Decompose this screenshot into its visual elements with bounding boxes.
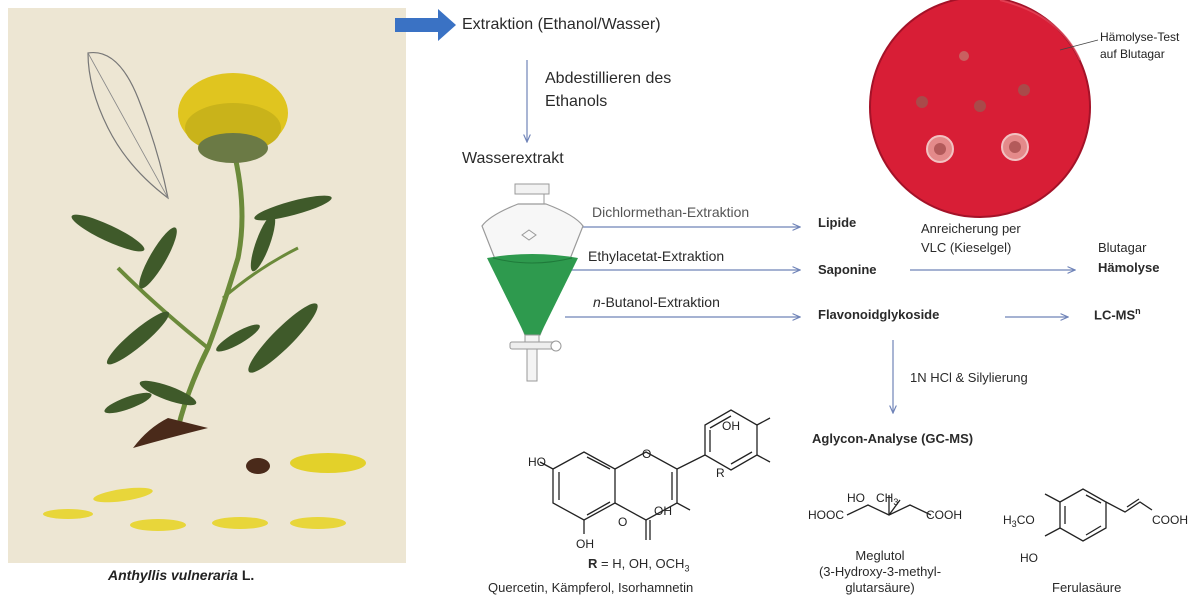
distill-label-line1: Abdestillieren des xyxy=(545,70,672,87)
blood-agar-plate xyxy=(869,0,1091,218)
meglutol-ho: HO xyxy=(847,491,865,505)
sample-spot xyxy=(959,51,969,61)
flavonoids-label: Flavonoidglykoside xyxy=(818,307,940,322)
water-extract-label: Wasserextrakt xyxy=(462,150,564,167)
leaf xyxy=(248,303,318,373)
enrichment-label-line2: VLC (Kieselgel) xyxy=(921,240,1012,255)
petal xyxy=(212,517,268,529)
big-arrow xyxy=(395,9,456,41)
leaf xyxy=(250,214,276,272)
leaf xyxy=(216,324,260,352)
separatory-funnel xyxy=(481,183,584,382)
flavonol-r-group: R xyxy=(716,466,725,480)
seed xyxy=(246,458,270,474)
leaf xyxy=(254,195,332,221)
plant-illustration xyxy=(8,8,406,563)
lcms-label: LC-MSn xyxy=(1094,306,1141,323)
lipids-label: Lipide xyxy=(818,215,857,230)
pod xyxy=(290,453,366,473)
species-name: Anthyllis vulneraria xyxy=(108,567,238,583)
dcm-extraction-label: Dichlormethan-Extraktion xyxy=(592,204,750,220)
enrichment-label-line1: Anreicherung per xyxy=(921,221,1021,236)
flavonol-structure xyxy=(539,409,771,540)
distill-label-line2: Ethanols xyxy=(545,93,608,110)
r-group-definition: R = H, OH, OCH3 xyxy=(588,556,690,574)
blood-agar-label: Blutagar xyxy=(1098,240,1147,255)
extraction-label: Extraktion (Ethanol/Wasser) xyxy=(462,16,661,33)
leaf xyxy=(106,311,170,365)
flavonol-ho-7: HO xyxy=(528,455,546,469)
hemolysis-label: Hämolyse xyxy=(1098,260,1160,275)
ea-extraction-label: Ethylacetat-Extraktion xyxy=(588,248,725,264)
saponins-label: Saponine xyxy=(818,262,877,277)
flavonol-oh-3: OH xyxy=(654,504,672,518)
buoh-extraction-label: n-Butanol-Extraktion xyxy=(593,294,720,310)
leaf xyxy=(104,392,152,414)
stem xyxy=(175,147,245,429)
leaf xyxy=(139,227,177,289)
ferulic-name: Ferulasäure xyxy=(1052,580,1122,595)
sample-spot xyxy=(974,100,986,112)
leaf xyxy=(71,214,145,252)
flavonol-oh-4prime: OH xyxy=(722,419,740,433)
sample-spot xyxy=(1018,84,1030,96)
meglutol-structure xyxy=(846,495,932,516)
label-leader-line xyxy=(1059,39,1099,51)
ferulic-methoxy: H3CO xyxy=(1003,513,1035,529)
meglutol-hooc: HOOC xyxy=(808,508,844,522)
petal xyxy=(130,519,186,531)
hydrolysis-label: 1N HCl & Silylierung xyxy=(910,370,1028,385)
petal xyxy=(43,509,93,519)
funnel-liquid xyxy=(487,254,578,335)
flavonol-oh-5: OH xyxy=(576,537,594,551)
plant-drawing xyxy=(43,51,366,531)
petal xyxy=(290,517,346,529)
petal xyxy=(93,487,153,503)
ferulic-ho: HO xyxy=(1020,551,1038,565)
meglutol-name: Meglutol xyxy=(855,548,905,563)
hemolysis-test-label-line2: auf Blutagar xyxy=(1100,47,1165,61)
aglycon-analysis-label: Aglycon-Analyse (GC-MS) xyxy=(812,431,974,446)
root xyxy=(133,418,208,448)
flavonol-keto-oxygen: O xyxy=(618,515,627,529)
species-author: L. xyxy=(237,567,255,583)
meglutol-ch3: CH3 xyxy=(876,491,898,507)
sample-spot xyxy=(916,96,928,108)
meglutol-iupac-line1: (3-Hydroxy-3-methyl- xyxy=(818,564,942,579)
flavonol-ring-oxygen: O xyxy=(642,447,651,461)
meglutol-iupac-line2: glutarsäure) xyxy=(845,580,915,595)
hemolysis-test-label-line1: Hämolyse-Test xyxy=(1100,30,1180,44)
meglutol-cooh: COOH xyxy=(926,508,962,522)
plant-caption: Anthyllis vulneraria L. xyxy=(108,567,254,583)
flavonol-names: Quercetin, Kämpferol, Isorhamnetin xyxy=(488,580,694,595)
leaf xyxy=(139,380,197,406)
ferulic-cooh: COOH xyxy=(1152,513,1188,527)
ferulic-structure xyxy=(1044,488,1153,542)
